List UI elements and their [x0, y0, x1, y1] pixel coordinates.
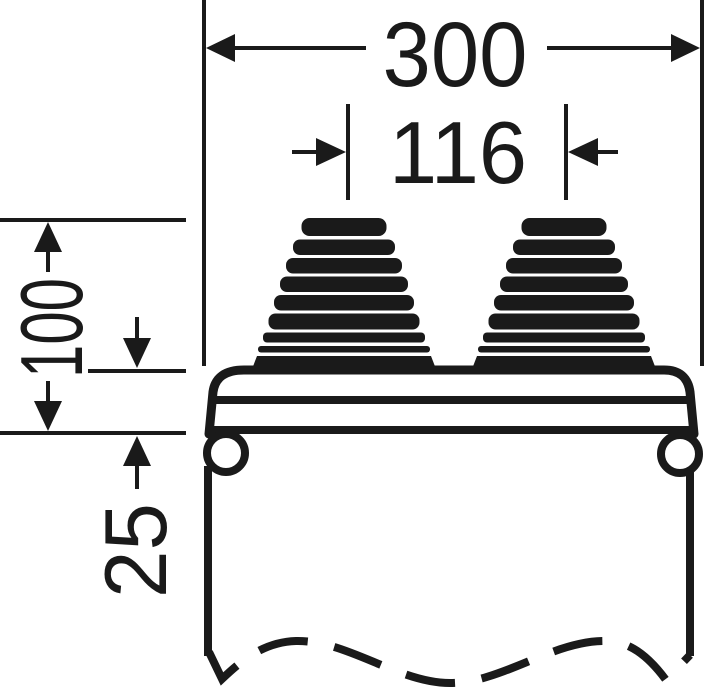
- arrowhead-25-up: [123, 436, 151, 466]
- cone-band: [483, 332, 645, 343]
- arrowhead-25-down: [123, 338, 151, 368]
- cone-band: [500, 276, 628, 292]
- cone-band: [478, 346, 650, 353]
- cone-band: [274, 295, 414, 311]
- dimension-300: 300: [206, 4, 700, 106]
- dimension-100: 100: [2, 222, 101, 431]
- arrowhead-300-left: [206, 34, 235, 62]
- dimension-25: 25: [86, 317, 185, 598]
- dim-label-25: 25: [86, 503, 185, 598]
- arrowhead-100-down: [34, 401, 62, 431]
- arrowhead-116-right: [568, 138, 598, 166]
- cone-band: [268, 313, 420, 330]
- cable-entry-cone-right: [472, 218, 656, 369]
- cone-band: [286, 258, 402, 274]
- cone-band: [293, 239, 395, 255]
- cone-band: [513, 239, 615, 255]
- cable-entry-cone-left: [252, 218, 436, 369]
- arrowhead-100-up: [34, 222, 62, 252]
- cover-top-outline: [204, 365, 699, 439]
- cone-base-flare: [252, 356, 436, 369]
- dimension-116: 116: [292, 103, 618, 202]
- cone-band: [494, 295, 634, 311]
- break-line-dashed: [205, 636, 693, 688]
- dim-label-300: 300: [383, 4, 528, 106]
- cone-base-flare: [472, 356, 656, 369]
- arrowhead-116-left: [316, 138, 346, 166]
- extension-lines: [0, 0, 704, 435]
- arrowhead-300-right: [671, 34, 700, 62]
- cone-band: [280, 276, 408, 292]
- latch-circle-left: [203, 430, 249, 476]
- cone-band: [258, 346, 430, 353]
- cone-band: [301, 218, 387, 236]
- cone-band: [488, 313, 640, 330]
- dim-label-116: 116: [389, 103, 527, 202]
- cone-band: [506, 258, 622, 274]
- cone-band: [521, 218, 607, 236]
- enclosure-body: [203, 365, 703, 688]
- latch-circle-right: [657, 431, 703, 477]
- cone-band: [263, 332, 425, 343]
- dim-label-100: 100: [2, 278, 101, 378]
